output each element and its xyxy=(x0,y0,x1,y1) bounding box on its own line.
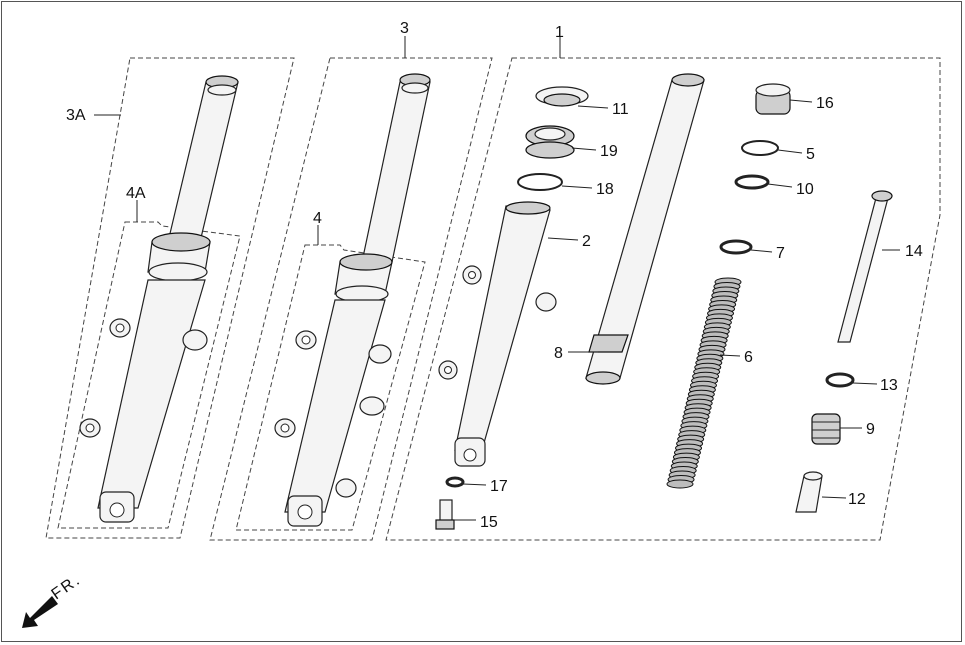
piece-part-12 xyxy=(795,471,823,513)
label-8: 8 xyxy=(554,345,563,362)
damper-rod-part-14 xyxy=(837,190,893,343)
label-3a: 3A xyxy=(66,107,86,124)
bushing-part-19 xyxy=(525,125,575,159)
label-7: 7 xyxy=(776,245,785,262)
washer-part-17 xyxy=(445,476,465,488)
label-12: 12 xyxy=(848,491,866,508)
label-10: 10 xyxy=(796,181,814,198)
label-15: 15 xyxy=(480,514,498,531)
label-2: 2 xyxy=(582,233,591,250)
label-14: 14 xyxy=(905,243,923,260)
label-6: 6 xyxy=(744,349,753,366)
label-17: 17 xyxy=(490,478,508,495)
cap-bolt-part-16 xyxy=(755,83,791,115)
outer-tube-part-2 xyxy=(438,201,557,467)
label-13: 13 xyxy=(880,377,898,394)
oil-seal-part-11 xyxy=(535,86,589,107)
label-4a: 4A xyxy=(126,185,146,202)
label-9: 9 xyxy=(866,421,875,438)
inner-tube-part-8 xyxy=(585,73,705,385)
label-4: 4 xyxy=(313,210,322,227)
snap-ring-part-18 xyxy=(517,173,563,191)
label-19: 19 xyxy=(600,143,618,160)
label-16: 16 xyxy=(816,95,834,112)
label-3: 3 xyxy=(400,20,409,37)
fork-assembly-3 xyxy=(274,73,431,527)
front-direction-arrow-icon xyxy=(22,596,58,628)
group-box-3a xyxy=(45,57,295,539)
rebound-spring-part-9 xyxy=(811,413,841,445)
group-box-4 xyxy=(235,244,426,531)
bolt-part-15 xyxy=(435,499,455,530)
label-18: 18 xyxy=(596,181,614,198)
label-1: 1 xyxy=(555,24,564,41)
group-box-4a xyxy=(57,221,241,529)
group-box-1 xyxy=(385,57,941,541)
label-11: 11 xyxy=(612,101,629,118)
label-5: 5 xyxy=(806,146,815,163)
circlip-part-5 xyxy=(741,140,779,156)
washer-part-7 xyxy=(719,239,753,255)
o-ring-part-13 xyxy=(825,372,855,388)
front-direction-label: FR. xyxy=(49,571,85,603)
o-ring-part-10 xyxy=(734,174,770,190)
spring-part-6 xyxy=(666,277,742,489)
fork-assembly-3a xyxy=(79,75,239,523)
group-box-3 xyxy=(209,57,493,541)
